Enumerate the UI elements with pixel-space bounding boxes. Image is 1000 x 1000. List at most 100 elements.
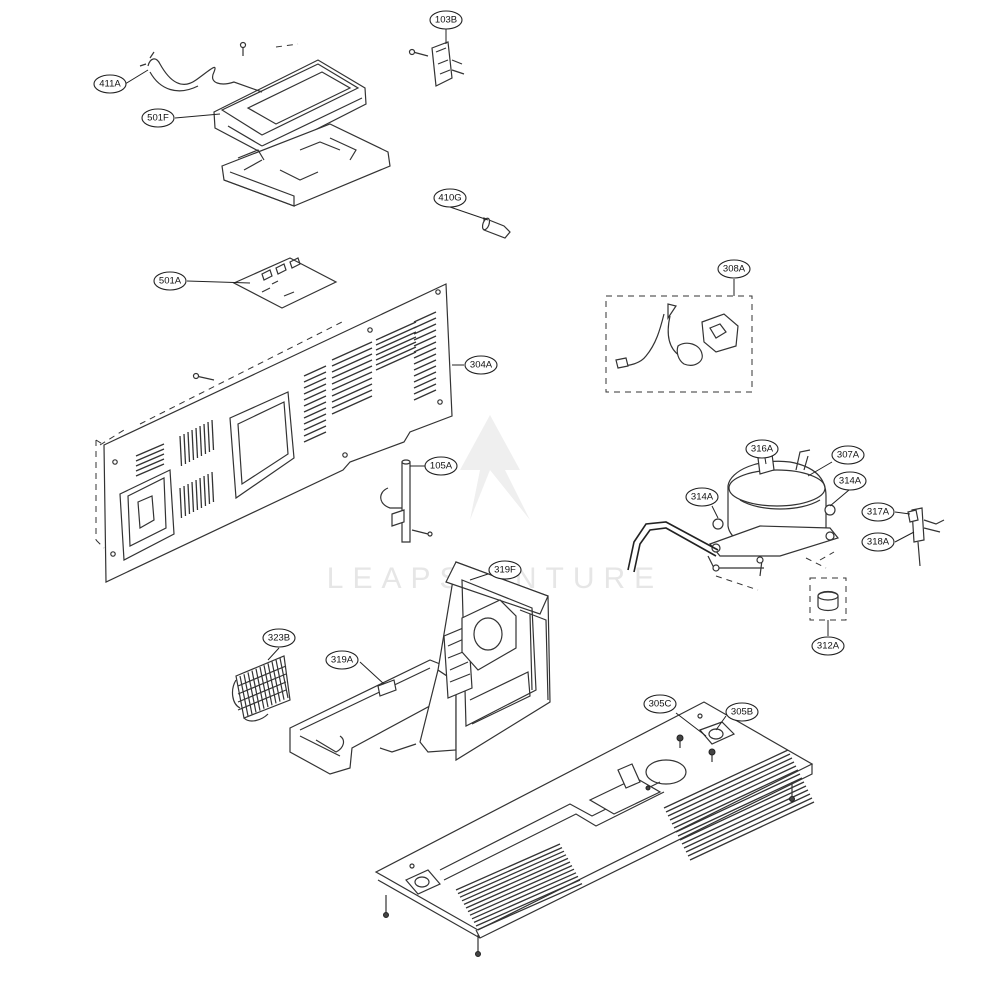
vent-slot (275, 659, 285, 700)
part-410g-lamp (481, 217, 511, 239)
vent-slot (683, 789, 809, 849)
vent-slot (331, 365, 373, 385)
vent-slot (267, 663, 277, 704)
vent-slot (303, 365, 327, 377)
callout-text: 319F (494, 565, 516, 576)
vent-slot (331, 341, 373, 361)
vent-slot (303, 389, 327, 401)
vent-slot (375, 336, 417, 356)
vent-slot (303, 431, 327, 443)
vent-slot (183, 485, 187, 517)
vent-slot (461, 854, 567, 902)
leader-lines (124, 29, 915, 737)
callout-text: 312A (817, 641, 840, 652)
vent-slot (203, 475, 207, 507)
callout-317a: 317A (861, 502, 895, 522)
callout-text: 103B (435, 15, 457, 26)
vent-slot (211, 471, 215, 503)
vent-slot (303, 383, 327, 395)
vent-slot (375, 331, 417, 351)
vent-slot (457, 847, 563, 895)
vent-slot (271, 661, 281, 702)
vent-slot (675, 773, 801, 833)
part-304a-back-panel (95, 283, 453, 583)
vent-slot (375, 346, 417, 366)
vent-slot (331, 377, 373, 397)
vent-slot (685, 793, 811, 853)
callout-text: 319A (331, 655, 354, 666)
vent-slot (183, 433, 187, 465)
callout-text: 307A (837, 450, 860, 461)
vent-slot (135, 453, 165, 467)
vent-slot (413, 377, 437, 389)
vent-slot (467, 865, 573, 913)
vent-slot (179, 487, 183, 519)
vent-slot (135, 463, 165, 477)
callout-text: 316A (751, 444, 774, 455)
part-323b-condenser (231, 655, 291, 722)
callout-text: 314A (839, 476, 862, 487)
callout-text: 308A (723, 264, 746, 275)
callout-304a: 304A (464, 355, 498, 375)
vent-slot (463, 857, 569, 905)
vent-slot (187, 431, 191, 463)
vent-slot (179, 435, 183, 467)
callout-314a-left: 314A (685, 487, 719, 507)
callout-305b: 305B (725, 702, 759, 722)
vent-slot (203, 423, 207, 455)
vent-slot (663, 749, 789, 809)
vent-slot (465, 861, 571, 909)
vent-slot (455, 843, 561, 891)
callout-text: 304A (470, 360, 493, 371)
vent-slot (247, 672, 257, 713)
vent-slot (331, 353, 373, 373)
callout-text: 411A (99, 79, 121, 90)
vent-slot (413, 353, 437, 365)
vent-slot (473, 875, 579, 923)
vent-slot (375, 351, 417, 371)
vent-slot (459, 850, 565, 898)
vent-slot (331, 371, 373, 391)
vent-slot (413, 383, 437, 395)
vent-slot (413, 365, 437, 377)
callout-411a: 411A (93, 74, 127, 94)
vent-slot (331, 383, 373, 403)
callout-314a-right: 314A (833, 471, 867, 491)
vent-slot (303, 371, 327, 383)
vent-slot (207, 473, 211, 505)
vent-slot (413, 359, 437, 371)
callout-text: 501A (159, 276, 182, 287)
part-501a-pcb (232, 257, 338, 309)
vent-slot (475, 879, 581, 927)
vent-slot (237, 681, 287, 703)
vent-slot (413, 389, 437, 401)
vent-slot (667, 757, 793, 817)
vent-slot (681, 785, 807, 845)
callout-307a: 307A (831, 445, 865, 465)
vent-slot (413, 317, 437, 329)
callout-103b: 103B (429, 10, 463, 30)
vent-slot (191, 481, 195, 513)
vent-slot (413, 311, 437, 323)
callout-text: 323B (268, 633, 290, 644)
vent-slot (259, 666, 269, 708)
vent-slot (303, 425, 327, 437)
vent-slot (195, 479, 199, 511)
vent-slot (195, 427, 199, 459)
vent-slot (243, 674, 253, 715)
vent-slot (135, 458, 165, 472)
vent-slot (677, 777, 803, 837)
vent-slot (679, 781, 805, 841)
vent-slot (375, 326, 417, 346)
part-105a-pipe (380, 459, 433, 543)
callout-316a: 316A (745, 439, 779, 459)
vent-slot (331, 389, 373, 409)
vent-slot (665, 753, 791, 813)
callout-text: 305C (649, 699, 672, 710)
callout-text: 105A (430, 461, 453, 472)
vent-slot (303, 377, 327, 389)
vent-slot (279, 657, 289, 699)
callout-text: 410G (438, 193, 461, 204)
vent-slot (375, 341, 417, 361)
